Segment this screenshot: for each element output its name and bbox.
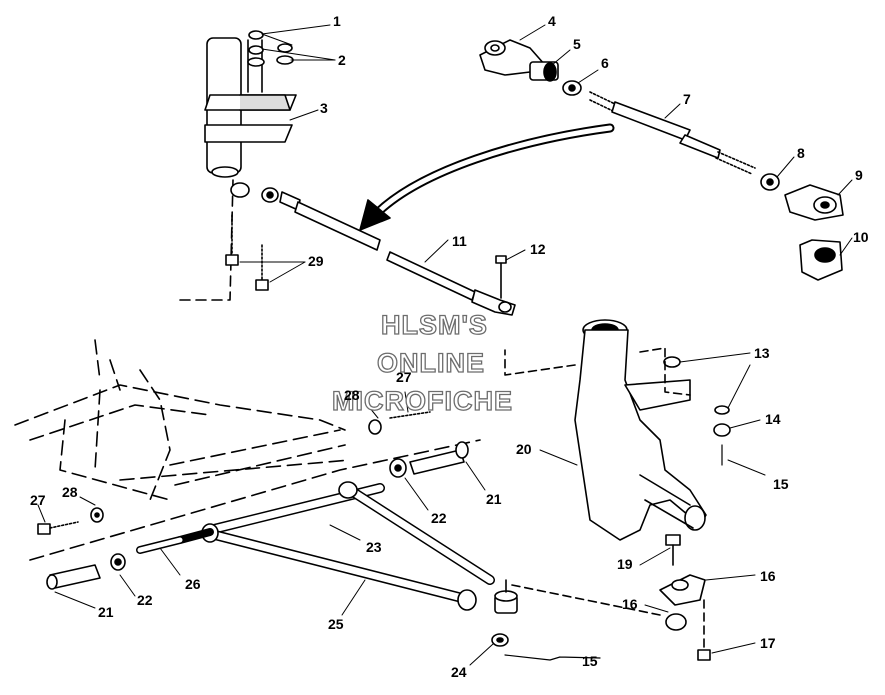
bolt-12	[495, 255, 507, 299]
callout-21b: 21	[98, 604, 114, 620]
callout-26: 26	[185, 576, 201, 592]
callout-7: 7	[683, 91, 691, 107]
callout-22a: 22	[431, 510, 447, 526]
callout-14: 14	[765, 411, 781, 427]
bolts-29	[225, 214, 269, 291]
callout-29: 29	[308, 253, 324, 269]
callout-19: 19	[617, 556, 633, 572]
callout-22b: 22	[137, 592, 153, 608]
callout-10: 10	[853, 229, 869, 245]
steering-post-bracket	[179, 37, 297, 301]
callout-13: 13	[754, 345, 770, 361]
watermark-line-3: MICROFICHE	[331, 386, 513, 416]
boot-10	[799, 239, 843, 281]
callout-1: 1	[333, 13, 341, 29]
tie-rod-11	[230, 182, 516, 316]
caliper-bracket-16	[659, 534, 711, 661]
callout-4: 4	[548, 13, 556, 29]
callout-25: 25	[328, 616, 344, 632]
callout-15b: 15	[582, 653, 598, 669]
callout-16b: 16	[622, 596, 638, 612]
callout-23: 23	[366, 539, 382, 555]
nut-6	[562, 80, 582, 96]
watermark-line-1: HLSM'S	[380, 310, 488, 340]
a-arm-25	[136, 481, 495, 611]
frame-outline	[14, 339, 481, 561]
callout-3: 3	[320, 100, 328, 116]
callout-28b: 28	[344, 387, 360, 403]
callout-28a: 28	[62, 484, 78, 500]
washers-13-nut-14	[663, 356, 731, 466]
callout-27b: 27	[396, 369, 412, 385]
nut-1-washers-2	[247, 30, 294, 67]
callout-12: 12	[530, 241, 546, 257]
watermark-line-2: ONLINE	[376, 348, 486, 378]
callout-21a: 21	[486, 491, 502, 507]
callout-8: 8	[797, 145, 805, 161]
jam-nut-5	[529, 61, 559, 82]
callout-20: 20	[516, 441, 532, 457]
bolts-27-washers-28	[37, 411, 431, 535]
callout-6: 6	[601, 55, 609, 71]
callout-27a: 27	[30, 492, 46, 508]
callout-5: 5	[573, 36, 581, 52]
callout-16a: 16	[760, 568, 776, 584]
rod-end-9	[784, 184, 844, 221]
bushings-21-22	[46, 441, 469, 590]
tie-rod-7	[589, 91, 756, 175]
direction-arrow	[359, 123, 615, 231]
callout-17: 17	[760, 635, 776, 651]
spindle-20	[504, 319, 707, 541]
callout-11: 11	[452, 233, 467, 249]
callout-24: 24	[451, 664, 467, 680]
ball-joint-24	[491, 579, 518, 647]
callout-2: 2	[338, 52, 346, 68]
nut-8	[760, 173, 780, 191]
callout-15a: 15	[773, 476, 789, 492]
callout-9: 9	[855, 167, 863, 183]
